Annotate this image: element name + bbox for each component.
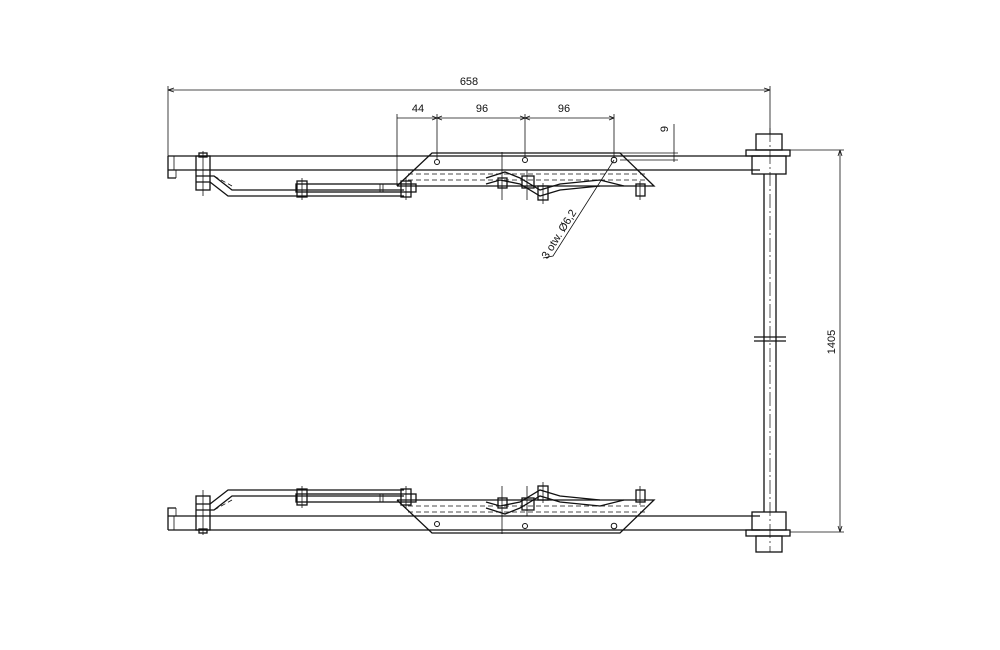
hole	[434, 159, 440, 165]
dim-overall-width: 658	[460, 76, 478, 88]
dim-overall-height: 1405	[826, 330, 838, 354]
vertical-shaft	[745, 128, 791, 553]
hole-note-label: 3 otw. Ø6,2	[540, 208, 580, 262]
hole	[522, 157, 528, 163]
bottom-arm	[167, 482, 760, 535]
dim-hole-offset: 44	[412, 103, 424, 115]
dim-hole-spacing-1: 96	[476, 103, 488, 115]
dim-hole-spacing-2: 96	[558, 103, 570, 115]
dim-edge-offset: 9	[659, 126, 671, 132]
dimension-lines	[167, 86, 844, 533]
top-arm	[167, 151, 760, 204]
